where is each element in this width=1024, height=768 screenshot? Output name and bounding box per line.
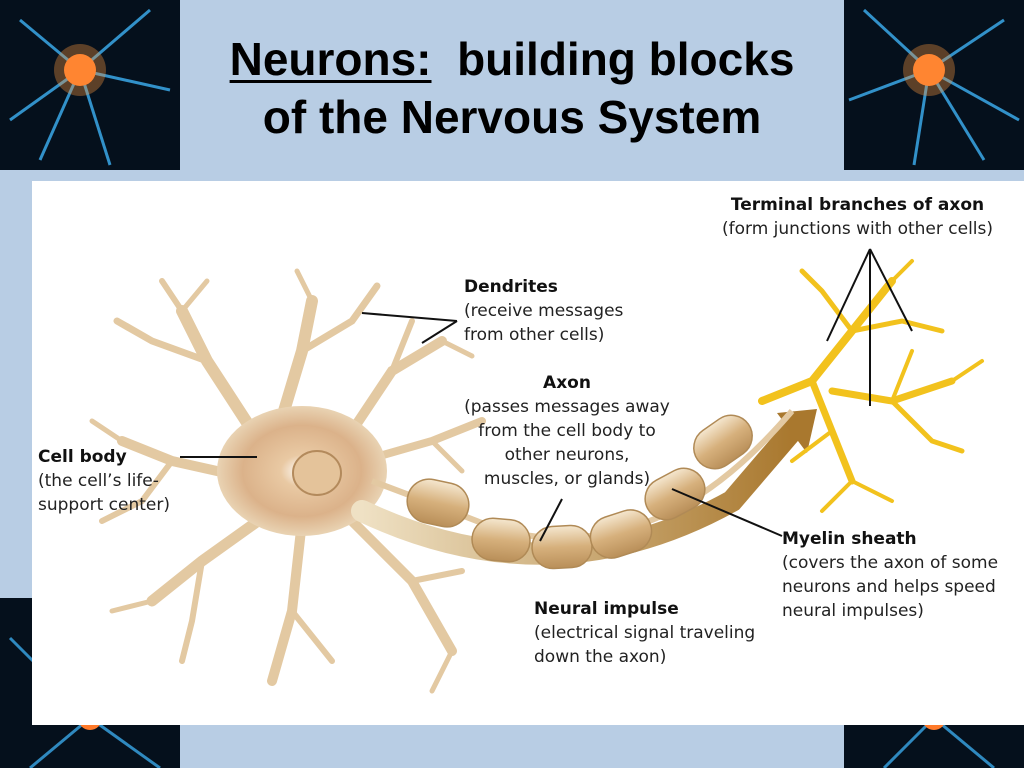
corner-image-top-left [0,0,180,170]
title-building-blocks: building blocks [457,33,795,85]
neural-impulse-desc-1: (electrical signal traveling [534,623,756,643]
label-terminal-branches: Terminal branches of axon (form junction… [722,193,993,241]
label-cell-body: Cell body (the cell’s life- support cent… [38,445,170,517]
neural-impulse-desc-2: down the axon) [534,647,667,667]
label-myelin-sheath: Myelin sheath (covers the axon of some n… [782,527,998,623]
title-panel [180,0,844,180]
myelin-sheath-desc-3: neural impulses) [782,601,924,621]
axon-desc-2: from the cell body to [478,421,656,441]
myelin-sheath-desc-2: neurons and helps speed [782,577,996,597]
terminal-branches-name: Terminal branches of axon [730,195,985,215]
axon-desc-1: (passes messages away [464,397,670,417]
axon-name: Axon [543,373,591,393]
label-axon: Axon (passes messages away from the cell… [452,371,682,491]
myelin-sheath-name: Myelin sheath [782,529,917,549]
neural-impulse-name: Neural impulse [534,599,679,619]
label-neural-impulse: Neural impulse (electrical signal travel… [534,597,755,669]
cell-body-desc-2: support center) [38,495,170,515]
myelin-sheath-desc-1: (covers the axon of some [782,553,999,573]
title-nervous-system: of the Nervous System [262,91,762,143]
neuron-diagram: Terminal branches of axon (form junction… [32,181,1024,725]
myelin-segments [406,414,753,570]
axon-desc-4: muscles, or glands) [483,469,651,489]
terminal-branches-desc: (form junctions with other cells) [722,219,994,239]
terminal-branches [758,259,984,513]
dendrites-desc-2: from other cells) [464,325,605,345]
nucleus-shape [292,450,342,496]
title-neurons: Neurons: [229,33,432,85]
axon-desc-3: other neurons, [504,445,630,465]
dendrites-desc-1: (receive messages [464,301,624,321]
cell-body-desc-1: (the cell’s life- [38,471,159,491]
slide-title: Neurons: building blocks of the Nervous … [180,30,844,146]
dendrites-name: Dendrites [464,277,558,297]
corner-image-top-right [844,0,1024,170]
dendrite-branches [89,268,486,694]
neuron-illustration [89,248,984,694]
cell-body-name: Cell body [38,447,127,467]
leader-lines [180,248,913,542]
label-dendrites: Dendrites (receive messages from other c… [464,275,623,347]
